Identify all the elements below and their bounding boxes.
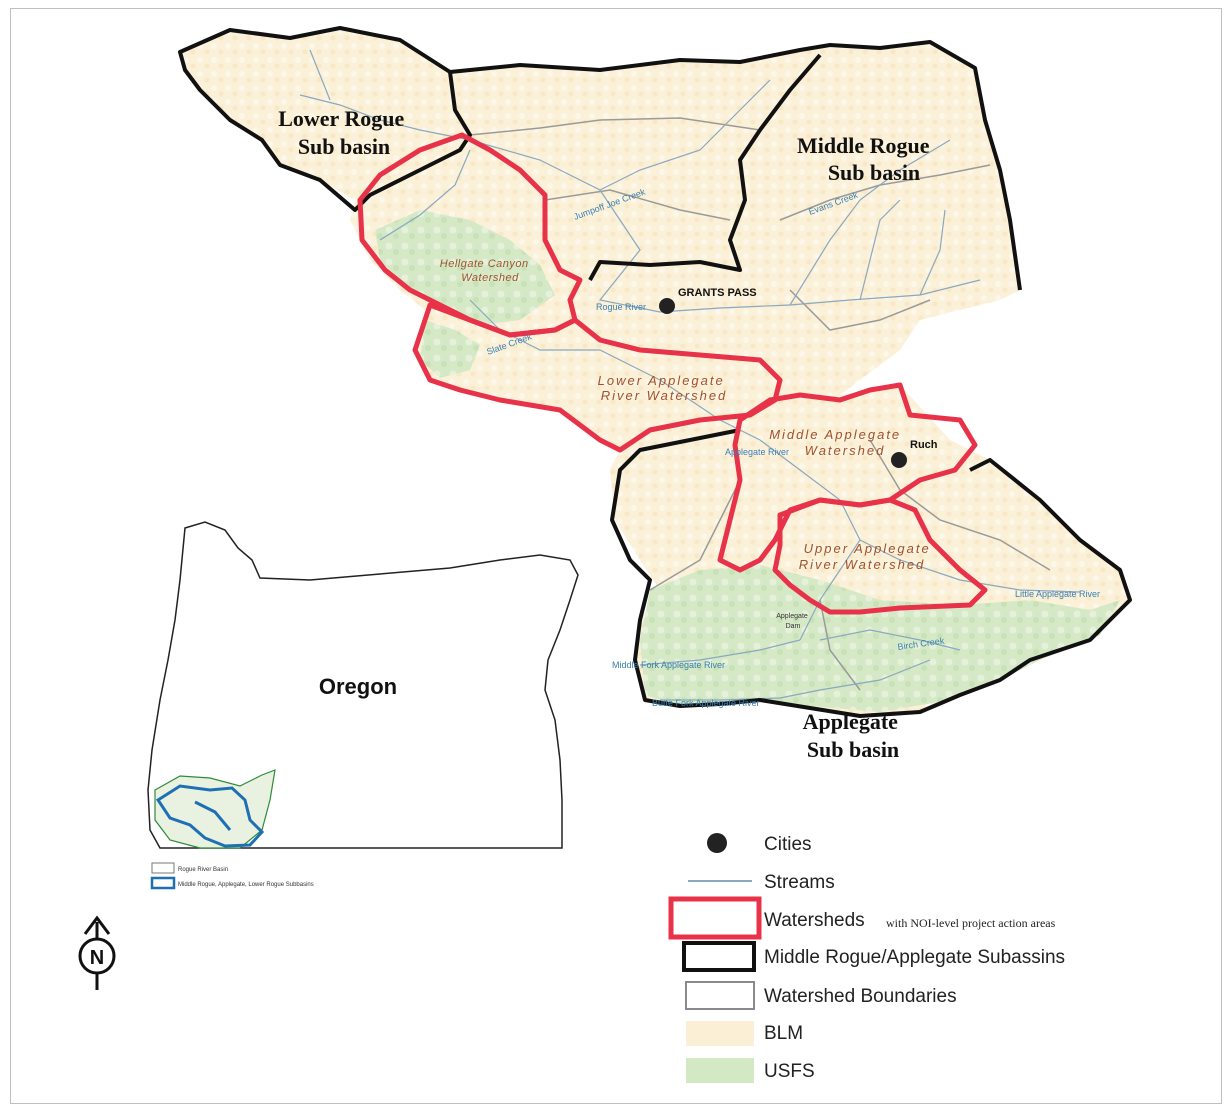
watersheds-group [357, 132, 988, 615]
legend-cities-symbol [707, 833, 727, 853]
hellgate-watershed-boundary [357, 132, 583, 338]
middle-rogue-subbasin-boundary [449, 40, 1022, 291]
middle-applegate-watershed-label: Middle Applegate Watershed [769, 427, 907, 458]
legend-watersheds-label: Watersheds [764, 910, 865, 931]
city-ruch-label: Ruch [910, 439, 938, 451]
legend-streams-label: Streams [764, 872, 835, 893]
city-grants-pass-label: GRANTS PASS [678, 287, 757, 299]
legend-usfs-symbol [686, 1058, 754, 1083]
stream-rogue [299, 94, 981, 313]
usfs-area-lower-applegate [420, 320, 480, 378]
stream-middle-trib [859, 199, 901, 301]
inset-rogue-basin [154, 769, 276, 849]
legend-watershed-boundaries-symbol [685, 981, 755, 1010]
rogue-basin-fill [180, 28, 1130, 716]
cities-group: GRANTS PASS Ruch [659, 287, 938, 468]
legend: Cities Streams Watersheds with NOI-level… [668, 833, 1065, 1083]
lower-rogue-subbasin-boundary [178, 26, 472, 212]
stream-middle-trib2 [919, 209, 946, 296]
legend-watershed-boundaries-label: Watershed Boundaries [764, 986, 957, 1007]
stream-butte-fork [660, 659, 931, 701]
middle-rogue-subbasin-label: Middle Rogue Sub basin [797, 133, 935, 185]
north-arrow: N [78, 915, 116, 990]
lower-applegate-watershed-label: Lower Applegate River Watershed [598, 373, 731, 403]
inset-subbasins [155, 784, 265, 848]
oregon-label: Oregon [319, 674, 397, 699]
stream-little-applegate [859, 539, 1081, 593]
stream-lower-rogue-trib [309, 49, 331, 101]
legend-usfs-label: USFS [764, 1061, 815, 1082]
stream-label-butte-fork: Butte Fork Applegate River [652, 698, 760, 708]
city-grants-pass-dot[interactable] [659, 298, 675, 314]
stream-label-little-applegate: Little Applegate River [1015, 589, 1100, 599]
watershed-boundary [789, 289, 931, 331]
inset-legend-basin-label: Rogue River Basin [178, 867, 228, 873]
inset-legend-subbasin-label: Middle Rogue, Applegate, Lower Rogue Sub… [178, 882, 314, 888]
stream-label-rogue: Rogue River [596, 302, 646, 312]
north-arrow-head [83, 915, 111, 935]
oregon-state-outline [147, 521, 579, 849]
legend-blm-label: BLM [764, 1023, 803, 1044]
legend-blm-symbol [686, 1021, 754, 1046]
applegate-subbasin-boundary [610, 428, 1132, 718]
watershed-boundary [869, 439, 1051, 571]
legend-subbasins-symbol [682, 941, 756, 972]
watershed-boundary [544, 189, 731, 221]
usfs-area-hellgate [375, 210, 555, 325]
legend-subbasins-label: Middle Rogue/Applegate Subassins [764, 947, 1065, 968]
stream-hellgate-trib [379, 149, 471, 241]
applegate-dam-label: Applegate Dam [776, 613, 809, 630]
watershed-boundary [649, 479, 741, 591]
north-arrow-circle [78, 937, 116, 975]
legend-watersheds-note: with NOI-level project action areas [886, 916, 1056, 930]
hellgate-watershed-label: Hellgate Canyon Watershed [440, 258, 532, 284]
stream-label-applegate: Applegate River [725, 447, 789, 457]
watershed-boundary [819, 599, 861, 691]
upper-applegate-watershed-label: Upper Applegate River Watershed [799, 541, 937, 572]
legend-cities-label: Cities [764, 834, 812, 855]
stream-evans [789, 139, 951, 306]
stream-middle-fork [639, 639, 801, 666]
oregon-inset: Oregon Rogue River Basin Middle Rogue, A… [147, 521, 579, 890]
lower-rogue-subbasin-label: Lower Rogue Sub basin [278, 106, 410, 159]
streams-group [299, 49, 1081, 701]
stream-label-middle-fork: Middle Fork Applegate River [612, 660, 725, 670]
city-ruch-dot[interactable] [891, 452, 907, 468]
stream-birch [819, 629, 961, 651]
applegate-subbasin-label: Applegate Sub basin [803, 709, 904, 762]
legend-watersheds-symbol [668, 896, 762, 940]
stream-jumpoff [599, 79, 771, 191]
subbasin-boundaries-group [178, 26, 1132, 718]
subbasin-fill-group [180, 28, 1130, 716]
upper-applegate-watershed-boundary [772, 497, 988, 615]
inset-legend-subbasin-swatch [150, 876, 176, 890]
north-arrow-letter: N [90, 947, 104, 969]
usfs-area-applegate-south [640, 565, 1120, 712]
inset-legend-basin-swatch [151, 862, 175, 874]
